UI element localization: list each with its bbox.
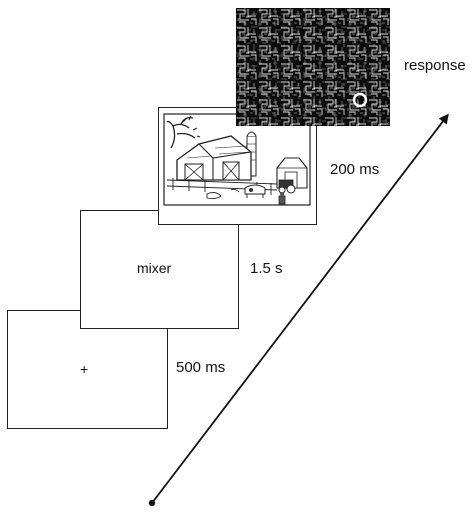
noise-mask-image	[236, 8, 390, 126]
word-frame: mixer	[80, 210, 239, 329]
fixation-duration-label: 500 ms	[176, 359, 226, 376]
scene-duration-label: 200 ms	[330, 161, 380, 178]
time-origin-dot	[148, 499, 156, 507]
mask-frame	[236, 8, 390, 126]
mask-duration-label: response	[404, 57, 466, 74]
word-stimulus: mixer	[137, 260, 172, 276]
word-duration-label: 1.5 s	[250, 260, 283, 277]
probe-circle-icon	[352, 92, 368, 108]
fixation-cross: +	[80, 361, 89, 377]
fixation-frame: +	[7, 310, 168, 429]
